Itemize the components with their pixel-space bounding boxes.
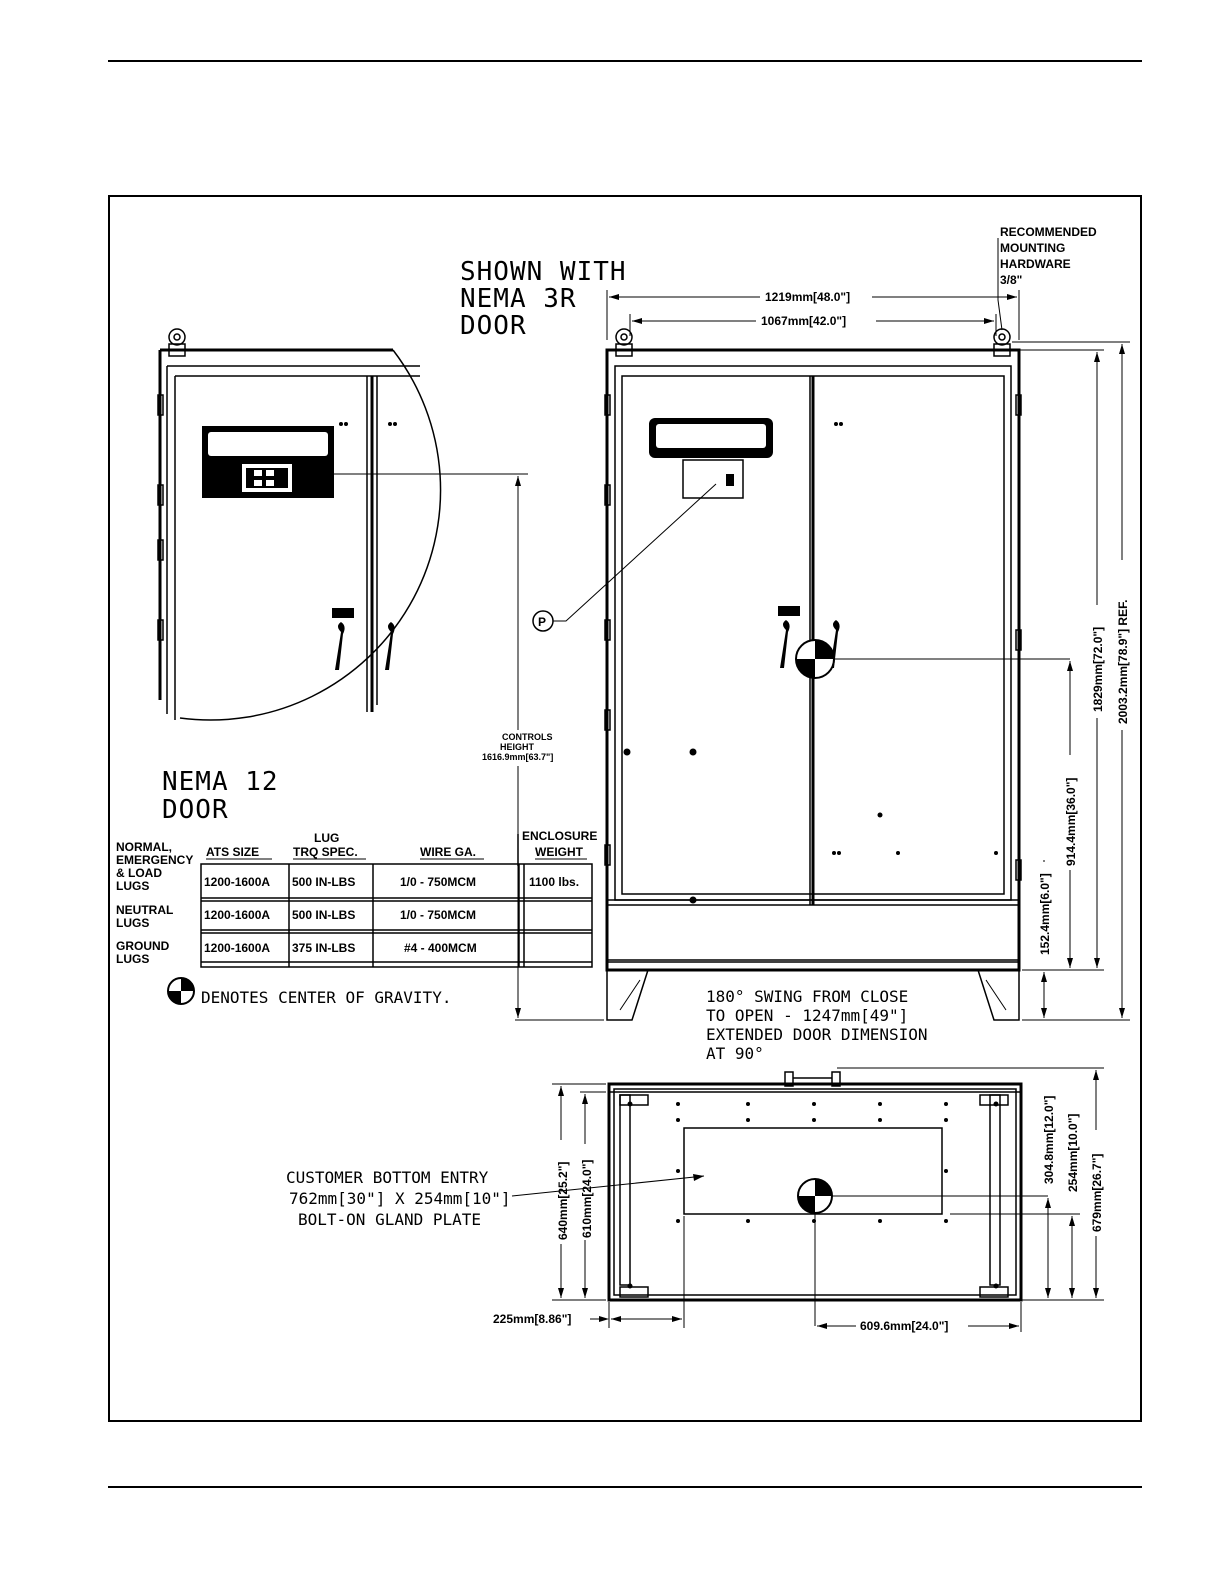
swing-note-l3: EXTENDED DOOR DIMENSION [706,1025,928,1044]
bottom-entry-leader [511,1175,705,1197]
plan-view [607,1071,1048,1326]
swing-note-l1: 180° SWING FROM CLOSE [706,987,908,1006]
dim-depth-640-label: 640mm[25.2"] [556,1162,570,1240]
dim-depth-610: 610mm[24.0"] [580,1091,606,1298]
cog-legend-text: DENOTES CENTER OF GRAVITY. [201,988,451,1007]
nema12-line1: NEMA 12 [162,767,279,797]
hardware-note-l4: 3/8" [1000,273,1022,287]
row2-ats: 1200-1600A [204,908,270,922]
swing-note-l2: TO OPEN - 1247mm[49"] [706,1006,908,1025]
bottom-entry-l1: CUSTOMER BOTTOM ENTRY [286,1168,489,1187]
lifting-eye-left [615,328,633,346]
dim-cog-height-label: 914.4mm[36.0"] [1064,778,1078,866]
hardware-note-l1: RECOMMENDED [1000,225,1097,239]
title-line2: NEMA 3R [460,284,577,314]
dim-depth-640: 640mm[25.2"] [552,1083,606,1301]
row3-trq: 375 IN-LBS [292,941,355,955]
row1-trq: 500 IN-LBS [292,875,355,889]
nema12-handle-left [335,622,345,670]
dim-offset-225-label: 225mm[8.86"] [493,1312,571,1326]
dim-overall-width: 1219mm[48.0"] [606,290,1020,340]
controls-height-l1: CONTROLS [502,732,553,742]
row2-wire: 1/0 - 750MCM [400,908,476,922]
row1-label-l2: EMERGENCY [116,853,193,867]
dim-mount-width-label: 1067mm[42.0"] [761,314,846,328]
dim-overall-height: 2003.2mm[78.9"] REF. [1012,341,1130,1021]
hardware-leader [997,238,1003,331]
cog-symbol-plan [797,1178,833,1214]
row1-label-l1: NORMAL, [116,840,172,854]
dim-depth-254: 254mm[10.0"] [950,1114,1080,1298]
bottom-entry-l2: 762mm[30"] X 254mm[10"] [289,1189,511,1208]
dim-cog-height: 914.4mm[36.0"] [1064,661,1078,968]
th-lug-l2: TRQ SPEC. [293,845,358,859]
cog-legend-symbol [167,977,195,1005]
nema12-handle-right [385,622,395,670]
hardware-note-l3: HARDWARE [1000,257,1071,271]
hardware-note-l2: MOUNTING [1000,241,1065,255]
dim-base-height: 152.4mm[6.0"] [1038,860,1052,1018]
door-handle-left [780,620,790,668]
nema12-line2: DOOR [162,795,229,825]
lug-table: LUG TRQ SPEC. ATS SIZE WIRE GA. ENCLOSUR… [116,829,597,968]
row3-label-l2: LUGS [116,952,149,966]
controller-plate [682,459,744,499]
front-leg-right [977,969,1020,1021]
dim-depth-304-label: 304.8mm[12.0"] [1042,1096,1056,1184]
callout-p-label: P [538,615,546,629]
nema12-detail [157,328,442,721]
dim-base-height-label: 152.4mm[6.0"] [1038,873,1052,955]
dim-height-1829-label: 1829mm[72.0"] [1091,627,1105,712]
dim-depth-254-label: 254mm[10.0"] [1066,1114,1080,1192]
lifting-eye-right [993,328,1011,346]
row1-ats: 1200-1600A [204,875,270,889]
row1-label-l3: & LOAD [116,866,162,880]
dim-overall-width-label: 1219mm[48.0"] [765,290,850,304]
dim-cog-width-label: 609.6mm[24.0"] [860,1319,948,1333]
callout-p-leader [553,483,717,622]
drawing-frame [108,195,1142,1422]
detail-circle-arc [179,349,442,721]
gland-plate [683,1127,943,1215]
dim-mount-width: 1067mm[42.0"] [629,314,997,336]
th-encl-l2: WEIGHT [535,845,584,859]
detail-lifting-eye [168,328,186,346]
top-rule [108,60,1142,62]
row3-label-l1: GROUND [116,939,170,953]
th-wire: WIRE GA. [420,845,476,859]
row1-weight: 1100 lbs. [529,875,579,889]
row1-label-l4: LUGS [116,879,149,893]
th-encl-l1: ENCLOSURE [522,829,597,843]
row3-ats: 1200-1600A [204,941,270,955]
dim-controls-height: CONTROLS HEIGHT 1616.9mm[63.7"] [334,473,604,1021]
front-leg-left [606,969,649,1021]
dim-height-1829: 1829mm[72.0"] [1010,349,1105,971]
bottom-rule [108,1486,1142,1488]
bottom-entry-l3: BOLT-ON GLAND PLATE [298,1210,481,1229]
dim-overall-height-label: 2003.2mm[78.9"] REF. [1116,600,1130,724]
swing-note-l4: AT 90° [706,1044,764,1063]
dim-depth-304: 304.8mm[12.0"] [1042,1096,1056,1298]
row3-wire: #4 - 400MCM [404,941,477,955]
dim-depth-679-label: 679mm[26.7"] [1090,1154,1104,1232]
controls-height-l3: 1616.9mm[63.7"] [482,752,553,762]
row1-wire: 1/0 - 750MCM [400,875,476,889]
front-view [604,328,1070,1021]
cog-symbol-front [795,639,835,679]
dim-depth-610-label: 610mm[24.0"] [580,1160,594,1238]
th-lug-l1: LUG [314,831,339,845]
row2-trq: 500 IN-LBS [292,908,355,922]
front-cabinet-outline [605,348,1021,972]
th-ats-size: ATS SIZE [206,845,259,859]
dim-depth-679: 679mm[26.7"] [837,1067,1104,1301]
title-line1: SHOWN WITH [460,257,627,287]
row2-label-l1: NEUTRAL [116,903,173,917]
title-line3: DOOR [460,311,527,341]
controls-height-l2: HEIGHT [500,742,535,752]
dim-cog-width: 609.6mm[24.0"] [817,1302,1022,1333]
dim-offset-225: 225mm[8.86"] [493,1216,685,1328]
row2-label-l2: LUGS [116,916,149,930]
